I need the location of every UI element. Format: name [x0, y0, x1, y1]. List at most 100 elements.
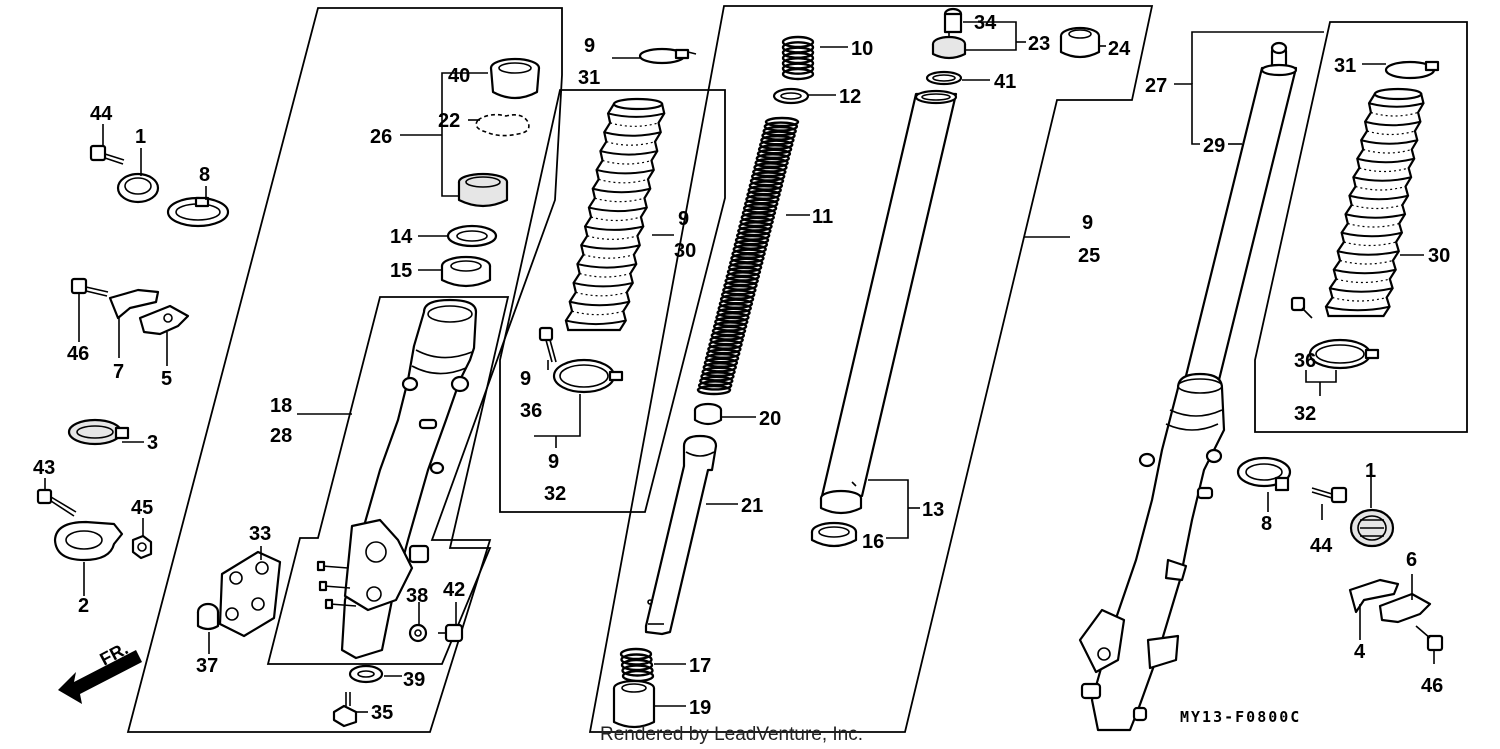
oring-22: [475, 113, 530, 137]
dust-seal-40: [489, 57, 541, 100]
callout-8: 8: [199, 164, 210, 186]
callout-41: 41: [994, 71, 1016, 93]
callout-1: 1: [135, 126, 146, 148]
callout-30: 30: [674, 240, 696, 262]
callout-5: 5: [161, 368, 172, 390]
fork-boot-left: [564, 97, 666, 332]
collar-37: [196, 602, 220, 631]
callout-46: 46: [1421, 675, 1443, 697]
bolt-36-left: [538, 326, 557, 363]
bolt-42: [438, 623, 464, 643]
callout-1: 1: [1365, 460, 1376, 482]
clamp-8-right: [1236, 456, 1292, 492]
piston-ring-20: [693, 402, 723, 426]
callout-9: 9: [678, 208, 689, 230]
oring-41: [925, 70, 963, 86]
bolt-43: [36, 488, 77, 517]
callout-32: 32: [1294, 403, 1316, 425]
callout-20: 20: [759, 408, 781, 430]
bushing-16: [810, 521, 858, 548]
cap-24: [1059, 26, 1101, 59]
callout-4: 4: [1354, 641, 1366, 663]
callout-22: 22: [438, 110, 460, 132]
fork-cap-23: [931, 7, 967, 60]
callout-32: 32: [544, 483, 566, 505]
group-frames: [126, 5, 1468, 733]
lower-leg-subframe: [266, 296, 510, 665]
nut-45: [131, 534, 153, 560]
boot-frame: [499, 89, 726, 513]
callout-18: 18: [270, 395, 292, 417]
right-fork-frame: [1254, 21, 1468, 433]
callout-8: 8: [1261, 513, 1272, 535]
leader-lines: [44, 21, 1435, 713]
washer-38: [408, 623, 428, 643]
callout-3: 3: [147, 432, 158, 454]
bolt-44-left: [89, 144, 125, 165]
fork-slider-left: [316, 298, 478, 660]
callout-24: 24: [1108, 38, 1131, 60]
callout-25: 25: [1078, 245, 1100, 267]
callout-44: 44: [90, 103, 113, 125]
callout-29: 29: [1203, 135, 1225, 157]
callout-35: 35: [371, 702, 393, 724]
hose-clamp-3: [67, 418, 130, 446]
callout-37: 37: [196, 655, 218, 677]
callout-44: 44: [1310, 535, 1333, 557]
callout-36: 36: [520, 400, 542, 422]
callout-30: 30: [1428, 245, 1450, 267]
boot-band-31-right: [1384, 60, 1440, 80]
bolt-46-right: [1415, 625, 1444, 652]
callout-40: 40: [448, 65, 470, 87]
fork-boot-right: [1324, 87, 1425, 318]
front-direction-arrow: FR.: [58, 638, 142, 704]
callout-12: 12: [839, 86, 861, 108]
callout-9: 9: [584, 35, 595, 57]
callout-39: 39: [403, 669, 425, 691]
callout-31: 31: [1334, 55, 1356, 77]
callout-33: 33: [249, 523, 271, 545]
bushing-26: [457, 172, 509, 208]
boot-band-32-left: [552, 358, 624, 394]
oil-seal-15: [440, 255, 492, 288]
callout-16: 16: [862, 531, 884, 553]
callout-27: 27: [1145, 75, 1167, 97]
bolt-36-right: [1290, 296, 1313, 319]
callout-31: 31: [578, 67, 600, 89]
clamp-8-left: [166, 196, 230, 228]
spring-17: [619, 647, 655, 683]
callout-15: 15: [390, 260, 412, 282]
fork-spring-11: [696, 116, 800, 396]
spring-10: [781, 35, 815, 81]
fork-tube-13: [819, 89, 958, 515]
callout-45: 45: [131, 497, 153, 519]
callout-42: 42: [443, 579, 465, 601]
callout-10: 10: [851, 38, 873, 60]
reflector-1-right: [1349, 508, 1395, 548]
clamp-2: [53, 520, 124, 562]
washer-14: [446, 224, 498, 248]
boot-band-32-right: [1308, 338, 1380, 370]
brackets-4-6: [1348, 578, 1432, 624]
left-hardware: [36, 144, 230, 562]
callout-34: 34: [974, 12, 997, 34]
credit-text: Rendered by LeadVenture, Inc.: [600, 724, 863, 745]
right-fork-assembly: [1078, 41, 1298, 732]
left-fork-frame: [126, 7, 563, 733]
bolt-46-left: [70, 277, 109, 297]
spring-column: [612, 35, 815, 729]
callout-23: 23: [1028, 33, 1050, 55]
callout-17: 17: [689, 655, 711, 677]
washer-39: [348, 664, 384, 684]
bolt-44-right: [1311, 486, 1348, 504]
bolt-35: [332, 692, 358, 728]
callout-2: 2: [78, 595, 89, 617]
callout-26: 26: [370, 126, 392, 148]
callout-14: 14: [390, 226, 413, 248]
callout-38: 38: [406, 585, 428, 607]
callout-9: 9: [548, 451, 559, 473]
callout-13: 13: [922, 499, 944, 521]
callout-9: 9: [520, 368, 531, 390]
